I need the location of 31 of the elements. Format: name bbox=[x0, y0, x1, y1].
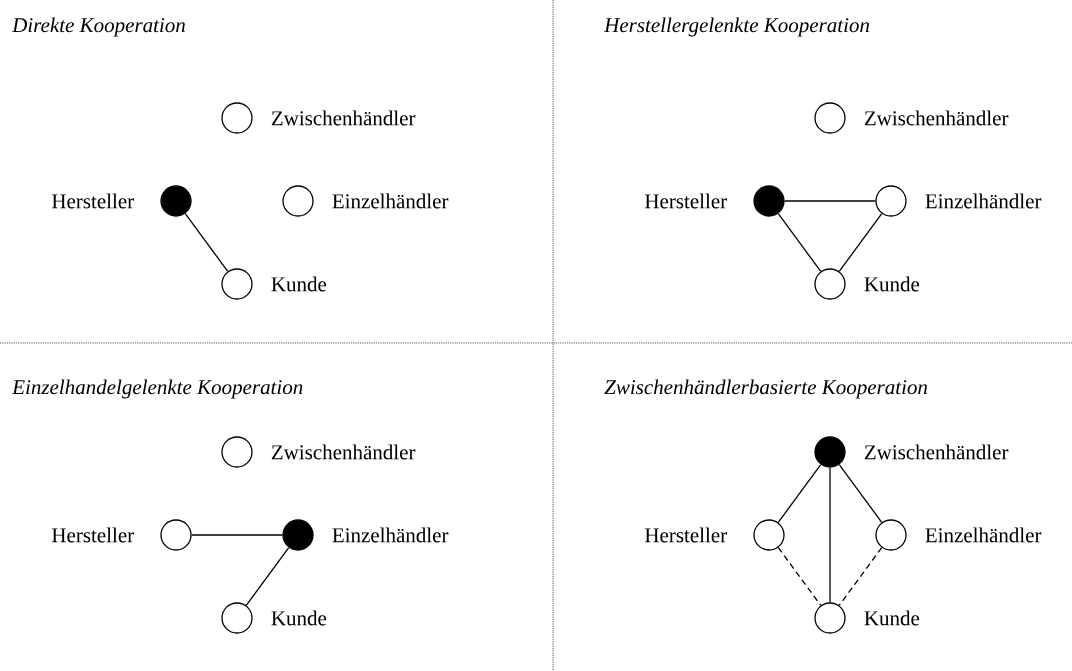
node-label: Kunde bbox=[271, 276, 327, 292]
panel-title: Direkte Kooperation bbox=[11, 17, 185, 37]
connector-line bbox=[838, 546, 883, 607]
node-label: Hersteller bbox=[52, 193, 134, 209]
node-label: Zwischenhändler bbox=[864, 110, 1009, 126]
node-label: Zwischenhändler bbox=[271, 110, 416, 126]
panel-title: Herstellergelenkte Kooperation bbox=[604, 17, 870, 37]
connector-line bbox=[184, 212, 229, 273]
node-label: Kunde bbox=[864, 610, 920, 626]
node-label: Einzelhändler bbox=[332, 527, 449, 543]
node-label: Hersteller bbox=[645, 527, 727, 543]
connector-line bbox=[245, 546, 290, 607]
node-label: Hersteller bbox=[52, 527, 134, 543]
connector-line bbox=[838, 463, 883, 524]
node-label: Zwischenhändler bbox=[271, 444, 416, 460]
panel-title: Einzelhandelgelenkte Kooperation bbox=[11, 379, 303, 399]
node-label: Einzelhändler bbox=[925, 527, 1042, 543]
connector-line bbox=[777, 546, 822, 607]
node-label: Zwischenhändler bbox=[864, 444, 1009, 460]
node-label: Kunde bbox=[864, 276, 920, 292]
connector-line bbox=[191, 534, 283, 536]
connector-line bbox=[777, 212, 822, 273]
panel-title: Zwischenhändlerbasierte Kooperation bbox=[604, 379, 928, 399]
connector-line bbox=[829, 467, 831, 603]
connector-line bbox=[838, 212, 883, 273]
node-label: Einzelhändler bbox=[925, 193, 1042, 209]
connector-line bbox=[784, 200, 876, 202]
connector-line bbox=[777, 463, 822, 524]
node-label: Einzelhändler bbox=[332, 193, 449, 209]
node-label: Kunde bbox=[271, 610, 327, 626]
node-label: Hersteller bbox=[645, 193, 727, 209]
